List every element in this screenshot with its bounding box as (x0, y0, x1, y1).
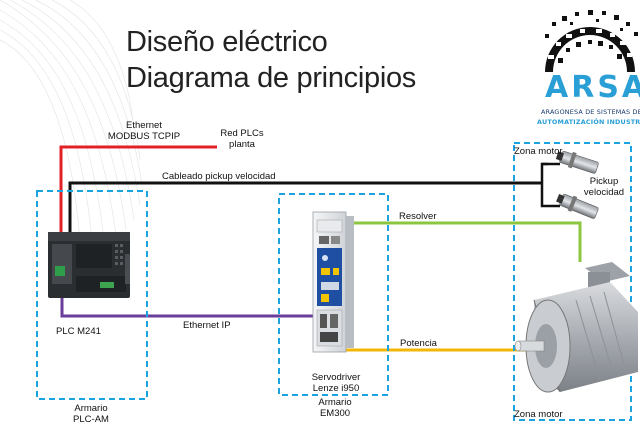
armario-plc-am-label: Armario PLC-AM (73, 403, 109, 425)
zone-motor (513, 142, 632, 421)
armario-em300-label: Armario EM300 (318, 397, 352, 419)
arsai-logo-subtitle-1: ARAGONESA DE SISTEMAS DE (541, 108, 640, 116)
pickup-sensor-top (555, 150, 599, 174)
ethernet-ip-cable (60, 295, 315, 318)
pickup-sensor-bottom (556, 193, 599, 219)
zona-motor-bottom-label: Zona motor (514, 409, 563, 420)
title-line-2: Diagrama de principios (126, 62, 416, 94)
title-line-1: Diseño eléctrico (126, 26, 328, 58)
arsai-logo-graphic (545, 10, 638, 72)
resolver-cable (346, 221, 582, 262)
zone-armario-em300 (278, 193, 389, 396)
zona-motor-top-label: Zona motor (514, 146, 563, 157)
arsai-logo-text: ARSAI (545, 70, 640, 105)
zone-armario-plc-am (36, 190, 148, 400)
red-plcs-label: Red PLCs planta (220, 128, 264, 150)
pickup-label: Pickup velocidad (583, 176, 625, 198)
resolver-label: Resolver (399, 211, 437, 222)
arsai-logo-subtitle-2: AUTOMATIZACIÓN INDUSTRIAL (537, 118, 640, 126)
ethernet-modbus-label: Ethernet MODBUS TCPIP (107, 120, 181, 142)
plc-label: PLC M241 (56, 326, 101, 337)
background-wave-pattern (0, 0, 143, 241)
servodriver-device (312, 211, 354, 353)
cableado-pickup-label: Cableado pickup velocidad (162, 171, 276, 182)
plc-m241-device (48, 232, 130, 298)
servomotor-device (514, 262, 638, 393)
ethernet-modbus-cable (59, 145, 217, 232)
ethernet-ip-label: Ethernet IP (183, 320, 231, 331)
pickup-cable (68, 181, 542, 232)
servodriver-label: Servodriver Lenze i950 (311, 372, 361, 394)
potencia-label: Potencia (400, 338, 437, 349)
